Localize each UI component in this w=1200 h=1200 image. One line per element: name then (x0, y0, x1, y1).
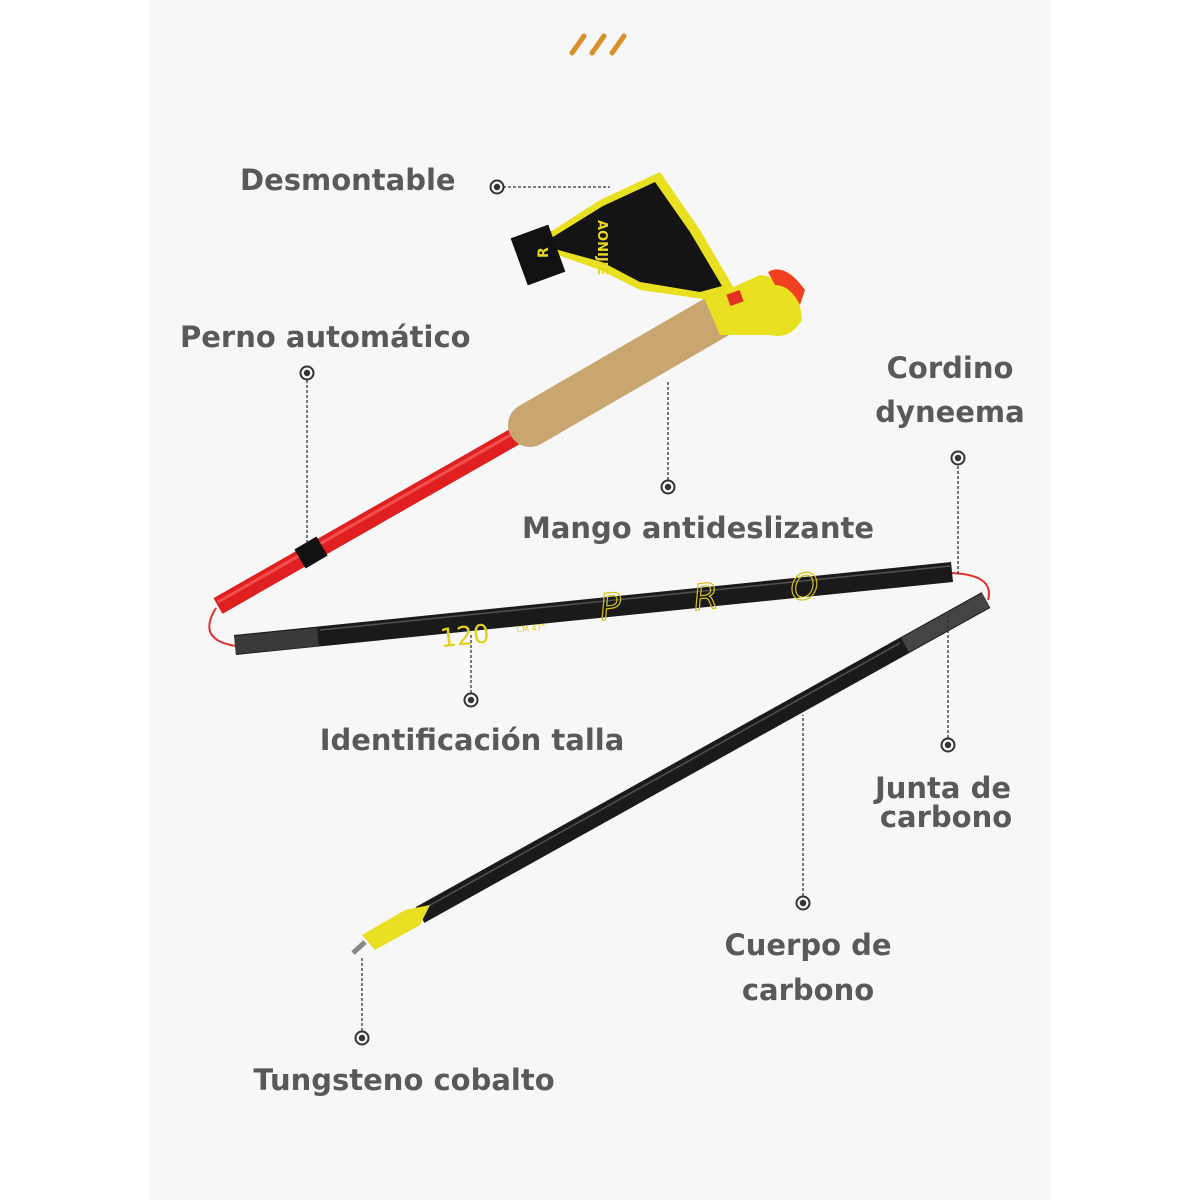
cord-left (208, 607, 237, 647)
svg-text:120: 120 (439, 619, 491, 654)
tip-ferrule (362, 905, 430, 950)
label-carbon-body-line1: Cuerpo de (724, 928, 892, 962)
label-tip: Tungsteno cobalto (253, 1063, 555, 1097)
label-size-id: Identificación talla (319, 723, 625, 757)
middle-shaft (233, 562, 954, 655)
cork-grip (508, 290, 747, 447)
accent-slashes-icon (569, 33, 627, 56)
wrist-strap: R AONIJIE (510, 172, 735, 300)
svg-text:R: R (536, 247, 552, 258)
svg-text:CM 47": CM 47" (516, 623, 546, 635)
tungsten-tip (351, 940, 367, 955)
label-carbon-joint-line2: carbono (879, 800, 1013, 834)
red-shaft (213, 417, 540, 614)
label-dyneema-cord-line1: Cordino (886, 351, 1014, 385)
svg-text:AONIJIE: AONIJIE (594, 220, 609, 275)
lower-shaft (415, 592, 991, 923)
cord-right (951, 572, 990, 601)
label-carbon-body-line2: carbono (741, 973, 875, 1007)
label-carbon-joint-line1: Junta de (874, 771, 1012, 805)
label-removable: Desmontable (240, 163, 456, 197)
label-dyneema-cord-line2: dyneema (875, 395, 1025, 429)
auto-pin-collar (294, 536, 328, 569)
label-grip: Mango antideslizante (521, 511, 875, 545)
label-auto-pin: Perno automático (180, 320, 471, 354)
